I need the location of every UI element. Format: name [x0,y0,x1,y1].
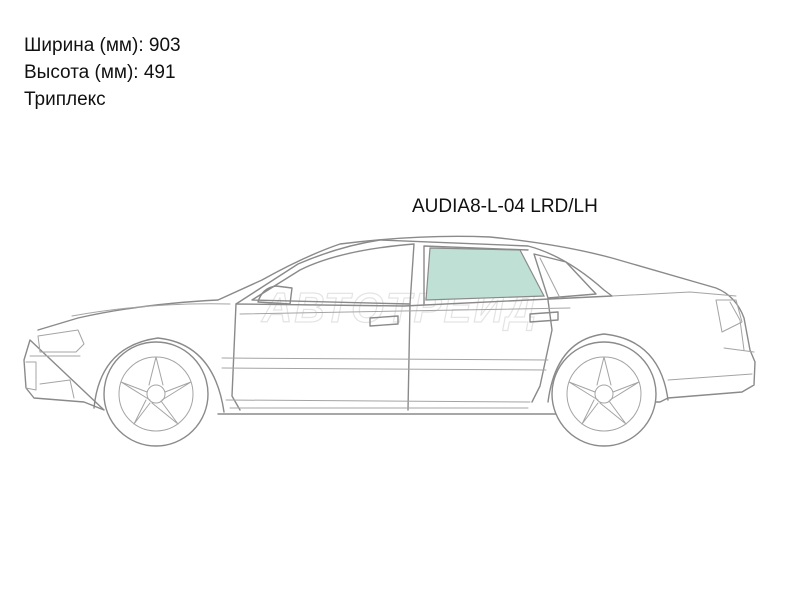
rear-door-handle [529,311,559,323]
rear-door-outline [531,299,553,403]
front-door-window [251,243,415,305]
grille [25,361,37,391]
glass-width-label: Ширина (мм): 903 [24,35,181,56]
rear-wheel-arch [547,333,669,403]
front-door-handle [369,315,399,327]
glass-specs: Ширина (мм): 903 Высота (мм): 491 Трипле… [24,32,181,113]
glass-type-label: Триплекс [24,89,106,110]
side-mirror [257,285,293,305]
door-seam [407,303,411,411]
rear-quarter-glass [533,253,597,299]
front-door-outline [231,303,241,411]
glass-height-label: Высота (мм): 491 [24,62,176,83]
part-code-label: AUDIA8-L-04 LRD/LH [412,196,598,217]
window-frame [235,239,613,307]
selected-rear-left-door-glass [425,247,545,301]
headlight [37,329,85,353]
rear-window-frame [423,245,529,305]
front-wheel-arch [93,337,225,413]
front-wheel [103,341,209,447]
rear-wheel [551,341,657,447]
tail-light [715,299,743,333]
